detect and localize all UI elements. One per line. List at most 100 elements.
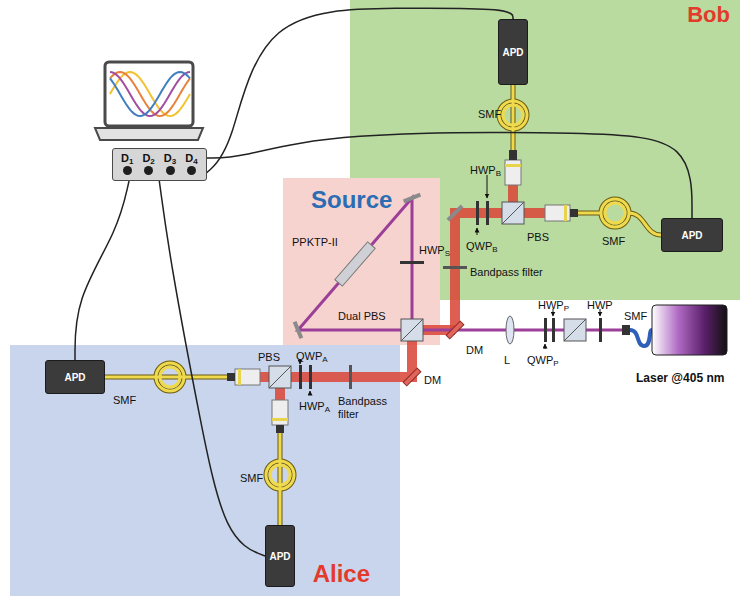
alice-optics [269,366,291,388]
label-holder: QWPB [466,236,498,254]
subscript: 2 [150,157,154,166]
text-part: D [142,152,150,164]
alice-optics [269,366,291,388]
alice-optics [349,365,352,389]
dichroic-mirror [403,368,421,386]
signal-cable [159,181,265,556]
single-mode-fiber [105,376,227,379]
alice-optics [235,369,260,385]
signal-cable [207,133,692,218]
signal-cable [75,181,129,360]
alice-optics [309,365,312,389]
sagnac-parts [335,242,375,286]
subscript: A [325,405,330,414]
part-label: Laser @405 nm [636,371,724,385]
single-mode-fiber [279,433,282,525]
pump-optics [652,305,727,355]
pump-optics [506,305,727,355]
single-mode-fiber [601,199,629,227]
single-mode-fiber [105,85,661,525]
subscript: 1 [129,157,133,166]
pump-optics [552,318,555,342]
dichroic-mirror [403,321,464,386]
part-label: HWPB [470,164,501,176]
laptop [95,62,203,140]
alice-optics [276,425,284,433]
leader-arrow [300,175,600,395]
bob-optics [570,209,578,217]
text-part: HWP [419,244,445,256]
pump-optics [506,316,514,344]
part-label: HWP [587,299,613,311]
region-title: Alice [313,562,370,586]
text-part: QWP [527,354,553,366]
apd-detector: APD [498,19,528,85]
bob-optics [505,164,521,167]
part-label: QWPB [466,240,498,252]
subscript: A [322,355,327,364]
part-label: SMF [602,235,625,247]
text-part: D [185,152,193,164]
bob-optics [443,150,578,269]
label-holder: SMF [624,306,647,324]
label-holder: Laser @405 nm [636,368,724,386]
bob-optics [447,205,464,222]
single-mode-fiber [512,85,515,150]
part-label: PBS [258,351,280,363]
part-label: QWPA [296,350,328,362]
channel-label: D3 [164,152,176,175]
label-holder: HWPP [538,295,569,313]
part-label: DM [466,344,483,356]
label-holder: HWPA [299,396,330,414]
label-holder: PBS [527,227,549,245]
single-mode-fiber [105,85,661,525]
alice-optics [272,418,288,421]
alice-optics [227,365,352,433]
bob-optics [545,205,570,221]
pump-optics [544,318,547,342]
leader-arrow [487,175,488,198]
part-label: Dual PBS [338,310,386,322]
bob-optics [502,202,524,224]
device-label: APD [502,47,523,58]
text-part: QWP [466,240,492,252]
part-label: HWPP [538,299,569,311]
screen-waves [110,72,190,116]
text-part: HWP [299,400,325,412]
pump-beam [298,198,622,330]
bob-optics [509,150,517,160]
channel-label: D4 [185,152,197,175]
single-mode-fiber [578,213,661,235]
label-holder: L [504,350,510,368]
label-holder: Bandpass filter [338,395,390,422]
apd-detector: APD [265,525,295,587]
dichroic-mirror [446,321,464,339]
text-part: D [121,152,129,164]
sagnac-parts [293,321,303,339]
sagnac-parts [293,193,424,341]
region-title: Source [311,188,392,212]
device-label: APD [64,372,85,383]
text-part: HWP [470,164,496,176]
label-holder: SMF [240,468,263,486]
pump-optics [564,319,586,341]
pump-beam [298,198,412,330]
part-label: SMF [624,310,647,322]
signal-wave [110,72,190,116]
bob-optics [486,201,489,225]
photon-beam [455,185,545,330]
part-label: QWPP [527,354,559,366]
part-label: DM [424,374,441,386]
label-holder: SMF [478,104,501,122]
single-mode-fiber [156,363,184,391]
sagnac-parts [400,261,424,264]
subscript: S [445,249,450,258]
region-panel: Alice APD APD [10,345,400,596]
label-holder: QWPA [296,346,328,364]
channel-label: D2 [142,152,154,175]
signal-wave [110,72,190,116]
single-mode-fiber [270,465,290,485]
subscript: P [564,304,569,313]
sagnac-parts [403,193,421,203]
sagnac-parts [401,319,423,341]
